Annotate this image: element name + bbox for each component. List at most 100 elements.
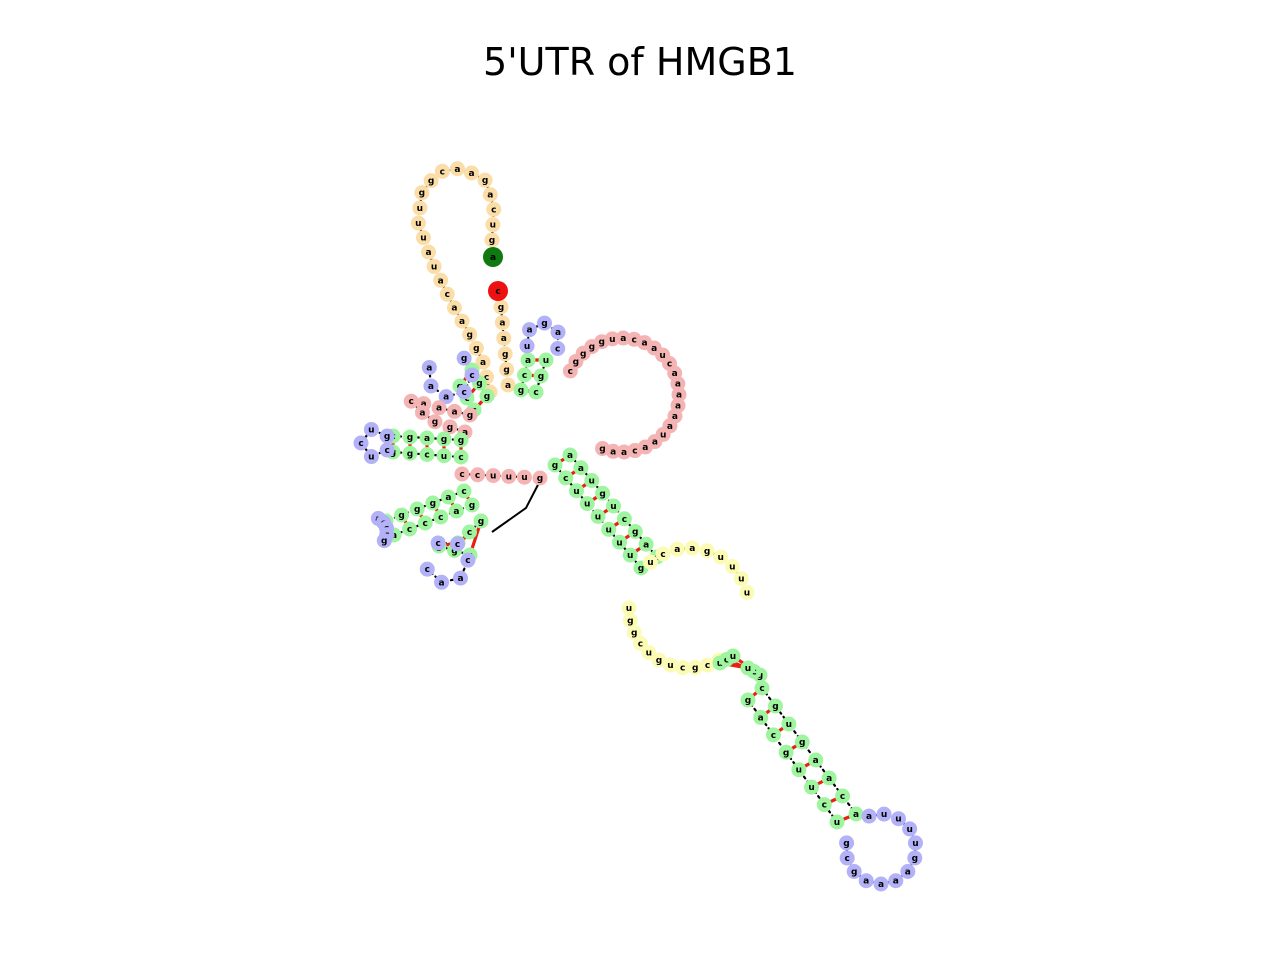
interior-loop-a-nt: u — [724, 559, 740, 575]
svg-text:u: u — [660, 430, 666, 440]
interior-loop-b-nt: g — [626, 624, 642, 640]
svg-text:c: c — [469, 371, 474, 381]
exterior-5p-nt: u — [485, 217, 501, 233]
long-stem-nt: a — [573, 460, 589, 476]
hairpin-bottom-stem-nt: c — [754, 680, 770, 696]
svg-text:a: a — [525, 356, 531, 366]
long-stem-nt: g — [627, 524, 643, 539]
svg-text:u: u — [659, 351, 665, 361]
hairpin-upper-left-loop-nt: g — [456, 350, 472, 366]
hairpin-lower-left-1-stem-nt: c — [402, 521, 418, 537]
svg-text:a: a — [421, 400, 427, 410]
svg-text:c: c — [423, 519, 428, 529]
hairpin-bottom-loop-nt: a — [873, 876, 889, 892]
svg-text:a: a — [501, 334, 507, 344]
hairpin-upper-left-stem-nt: g — [479, 388, 495, 404]
svg-text:a: a — [499, 319, 505, 329]
svg-text:u: u — [606, 525, 612, 535]
hairpin-lower-left-1-stem-nt: g — [464, 497, 480, 513]
multiloop-left-nt: a — [447, 403, 463, 419]
svg-text:u: u — [368, 453, 374, 463]
svg-text:a: a — [826, 774, 832, 784]
hairpin-lower-left-2-loop-nt: a — [452, 570, 468, 586]
svg-text:a: a — [426, 248, 432, 258]
multiloop-left-nt: a — [431, 400, 447, 416]
hairpin-bottom-loop-nt: u — [902, 821, 918, 837]
interior-loop-b-nt: c — [675, 660, 691, 676]
svg-text:c: c — [425, 565, 430, 575]
exterior-5p-nt: g — [468, 340, 484, 356]
hairpin-left-loop-nt: c — [353, 435, 369, 451]
svg-text:g: g — [498, 303, 504, 313]
interior-loop-b-nt: g — [687, 660, 703, 676]
hairpin-upper-left-loop-nt: c — [456, 384, 472, 400]
svg-text:g: g — [912, 854, 918, 864]
svg-text:g: g — [432, 418, 438, 428]
long-stem-nt: c — [616, 511, 632, 527]
svg-text:c: c — [491, 205, 496, 215]
exterior-5p-nt: u — [426, 258, 442, 274]
svg-text:g: g — [503, 365, 509, 375]
svg-text:u: u — [431, 262, 437, 272]
svg-text:a: a — [555, 328, 561, 338]
exterior-3p-nt: g — [499, 361, 515, 377]
svg-text:a: a — [462, 428, 468, 438]
svg-text:a: a — [672, 412, 678, 422]
svg-text:c: c — [622, 515, 627, 525]
svg-text:g: g — [656, 656, 662, 666]
svg-text:c: c — [555, 345, 560, 355]
multiloop-arc-nt: a — [616, 444, 632, 460]
svg-text:c: c — [464, 394, 469, 404]
exterior-5p-nt: a — [449, 161, 465, 177]
hairpin-left-stem-nt: g — [436, 431, 452, 447]
svg-text:a: a — [451, 304, 457, 314]
svg-text:a: a — [419, 408, 425, 418]
svg-text:g: g — [473, 344, 479, 354]
svg-text:u: u — [417, 204, 423, 214]
hairpin-lower-left-2-loop-nt: c — [419, 561, 435, 577]
long-stem-nt: a — [638, 536, 654, 552]
svg-text:g: g — [799, 738, 805, 748]
svg-text:g: g — [482, 176, 488, 186]
svg-text:c: c — [840, 792, 845, 802]
exterior-5p-nt: a — [433, 272, 449, 288]
svg-text:a: a — [567, 451, 573, 461]
svg-text:c: c — [705, 661, 710, 671]
svg-text:c: c — [845, 854, 850, 864]
svg-text:c: c — [407, 525, 412, 535]
svg-text:u: u — [717, 553, 723, 563]
inner-stem-nt: u — [725, 648, 741, 664]
svg-text:c: c — [358, 439, 363, 449]
svg-text:a: a — [436, 404, 442, 414]
svg-text:u: u — [667, 661, 673, 671]
svg-text:g: g — [537, 474, 543, 484]
exterior-3p-nt: a — [500, 377, 516, 393]
svg-text:c: c — [680, 664, 685, 674]
svg-text:u: u — [584, 500, 590, 510]
hairpin-top-loop-nt: u — [519, 338, 535, 354]
svg-text:c: c — [465, 556, 470, 566]
exterior-5p-nt: g — [484, 232, 500, 248]
hairpin-lower-left-2-loop-nt: c — [430, 535, 446, 551]
interior-loop-a-nt: a — [669, 541, 685, 557]
hairpin-lower-left-1-stem-nt: a — [448, 503, 464, 519]
svg-text:c: c — [724, 656, 729, 666]
svg-text:a: a — [643, 540, 649, 550]
svg-text:a: a — [457, 574, 463, 584]
svg-text:a: a — [424, 434, 430, 444]
multiloop-arc-nt: a — [671, 387, 687, 403]
svg-text:u: u — [786, 720, 792, 730]
svg-text:g: g — [419, 189, 425, 199]
exterior-5p-nt: g — [462, 326, 478, 342]
exterior-5p-nt: g — [414, 185, 430, 201]
figure-title: 5'UTR of HMGB1 — [483, 40, 797, 84]
exterior-5p-nt: u — [410, 215, 426, 231]
interior-loop-a-nt: g — [699, 543, 715, 559]
hairpin-top-stem-nt: g — [513, 382, 529, 398]
svg-text:u: u — [626, 604, 632, 614]
svg-text:c: c — [484, 373, 489, 383]
svg-text:g: g — [851, 867, 857, 877]
svg-text:a: a — [866, 812, 872, 822]
svg-text:u: u — [589, 477, 595, 487]
hairpin-left-stem-nt: c — [453, 449, 469, 465]
